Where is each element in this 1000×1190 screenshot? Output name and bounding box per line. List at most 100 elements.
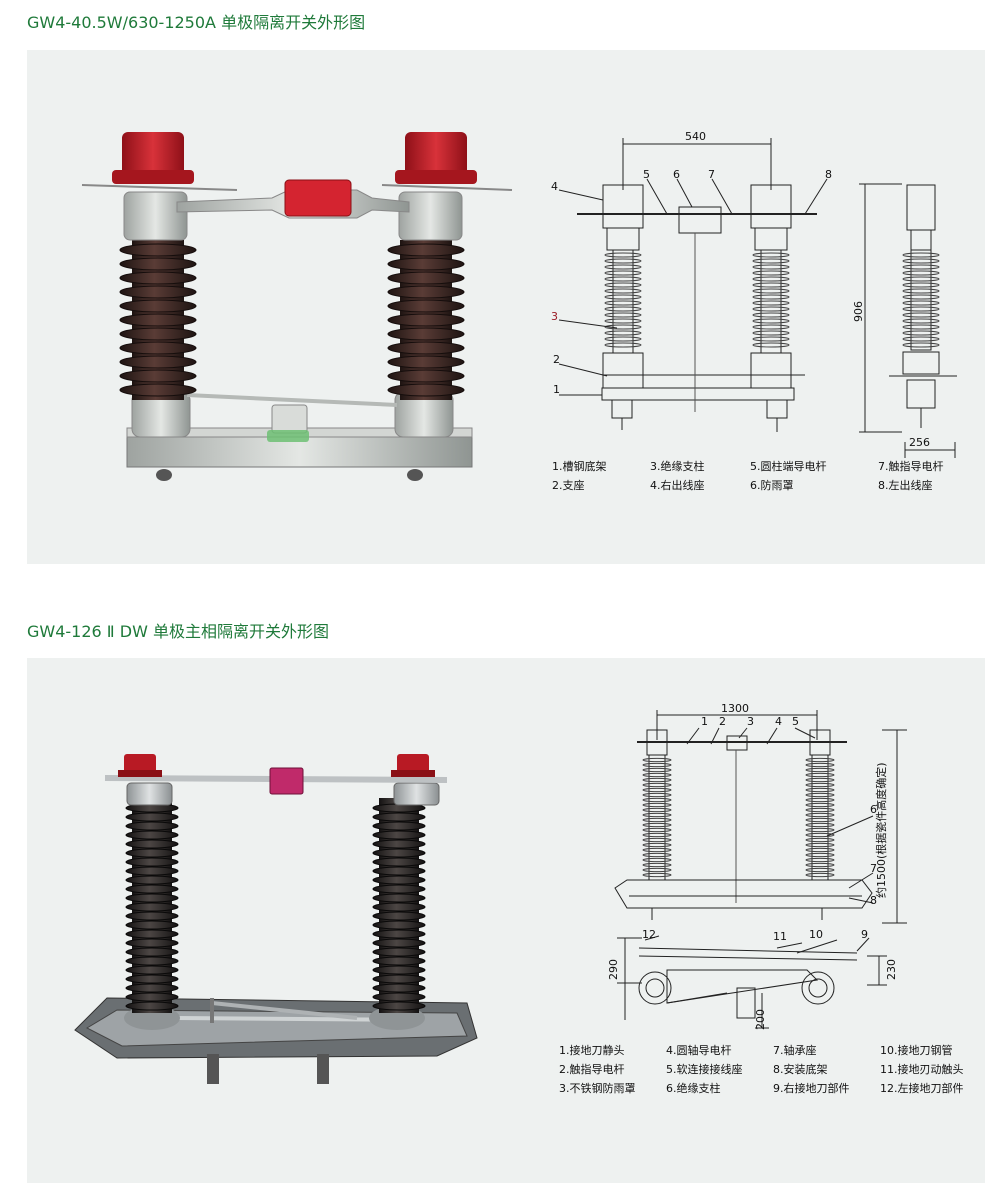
callout-7: 7	[870, 862, 877, 875]
section2-legend: 1.接地刀静头 4.圆轴导电杆 7.轴承座 10.接地刀钢管 2.触指导电杆 5…	[559, 1042, 980, 1096]
legend-item: 2.触指导电杆	[559, 1063, 625, 1076]
insulator-shed	[119, 355, 197, 369]
insulator-shed	[902, 312, 940, 318]
insulator-shed	[642, 832, 672, 838]
insulator-shed	[752, 270, 790, 276]
insulator-shed	[752, 276, 790, 282]
insulator-shed	[805, 777, 835, 783]
insulator-shed	[125, 911, 179, 921]
insulator-shed	[125, 947, 179, 957]
insulator-shed	[119, 383, 197, 397]
legend-item: 7.轴承座	[773, 1044, 817, 1057]
callout-12: 12	[642, 928, 656, 941]
rain-cover-pink	[269, 767, 304, 795]
insulator-shed	[902, 288, 940, 294]
callout-2: 2	[719, 715, 726, 728]
insulator-shed	[119, 271, 197, 285]
insulator-shed	[805, 772, 835, 778]
insulator-shed	[604, 288, 642, 294]
insulator-shed	[642, 862, 672, 868]
legend-item: 7.触指导电杆	[878, 460, 944, 473]
insulator-shed	[387, 313, 465, 327]
insulator-shed	[125, 821, 179, 831]
insulator-shed	[125, 920, 179, 930]
legend-item: 10.接地刀钢管	[880, 1044, 953, 1057]
insulator-shed	[119, 257, 197, 271]
insulator-shed	[642, 812, 672, 818]
callout-3: 3	[747, 715, 754, 728]
insulator-shed	[125, 857, 179, 867]
insulator-shed	[752, 288, 790, 294]
insulator-shed	[805, 847, 835, 853]
insulator-shed	[642, 852, 672, 858]
insulator-shed	[642, 757, 672, 763]
rain-cover-red	[284, 179, 352, 217]
insulator-shed	[604, 306, 642, 312]
callout-3: 3	[551, 310, 558, 323]
insulator-shed	[604, 330, 642, 336]
insulator-shed	[372, 956, 426, 966]
insulator-shed	[642, 777, 672, 783]
insulator-shed	[372, 911, 426, 921]
dim-height-1: 906	[852, 301, 865, 322]
insulator-shed	[752, 342, 790, 348]
legend-item: 9.右接地刀部件	[773, 1082, 850, 1095]
callout-5: 5	[792, 715, 799, 728]
insulator-shed	[805, 862, 835, 868]
section1-title: GW4-40.5W/630-1250A 单极隔离开关外形图	[27, 13, 366, 32]
legend-item: 6.防雨罩	[750, 479, 794, 492]
insulator-shed	[125, 839, 179, 849]
section1-panel: 540 906 256 4 5 6 7 8 3 2 1 1	[27, 50, 985, 564]
insulator-shed	[902, 336, 940, 342]
insulator-shed	[642, 767, 672, 773]
insulator-shed	[752, 312, 790, 318]
insulator-shed	[604, 336, 642, 342]
insulator-shed	[387, 257, 465, 271]
insulator-shed	[604, 270, 642, 276]
legend-item: 5.圆柱端导电杆	[750, 460, 827, 473]
insulator-shed	[902, 264, 940, 270]
legend-item: 12.左接地刀部件	[880, 1082, 964, 1095]
insulator-shed	[752, 318, 790, 324]
insulator-shed	[372, 938, 426, 948]
insulator-shed	[902, 342, 940, 348]
insulator-shed	[372, 821, 426, 831]
legend-item: 3.不铁钢防雨罩	[559, 1082, 636, 1095]
insulator-shed	[387, 243, 465, 257]
insulator-shed	[642, 772, 672, 778]
dim-width-2: 1300	[721, 702, 749, 715]
section2-figure: 1300 约1500(根据瓷件高度确定) 290	[74, 702, 907, 1084]
insulator-shed	[902, 318, 940, 324]
insulator-shed	[125, 938, 179, 948]
insulator-shed	[372, 875, 426, 885]
insulator-shed	[752, 264, 790, 270]
insulator-shed	[752, 300, 790, 306]
insulator-shed	[119, 299, 197, 313]
insulator-shed	[119, 369, 197, 383]
callout-1: 1	[701, 715, 708, 728]
insulator-shed	[372, 857, 426, 867]
insulator-shed	[752, 324, 790, 330]
insulator-shed	[902, 276, 940, 282]
insulator-shed	[642, 797, 672, 803]
insulator-shed	[805, 852, 835, 858]
insulator-shed	[902, 258, 940, 264]
insulator-shed	[119, 285, 197, 299]
insulator-shed	[805, 797, 835, 803]
insulator-shed	[604, 258, 642, 264]
insulator-shed	[372, 866, 426, 876]
insulator-shed	[642, 837, 672, 843]
callout-5: 5	[643, 168, 650, 181]
insulator-shed	[902, 252, 940, 258]
legend-item: 1.接地刀静头	[559, 1044, 625, 1057]
insulator-shed	[805, 782, 835, 788]
legend-item: 8.左出线座	[878, 479, 933, 492]
insulator-shed	[387, 327, 465, 341]
insulator-shed	[902, 300, 940, 306]
dim-left-h: 290	[607, 959, 620, 980]
insulator-shed	[902, 330, 940, 336]
insulator-shed	[604, 312, 642, 318]
insulator-shed	[604, 252, 642, 258]
insulator-shed	[752, 258, 790, 264]
legend-item: 5.软连接接线座	[666, 1063, 743, 1076]
